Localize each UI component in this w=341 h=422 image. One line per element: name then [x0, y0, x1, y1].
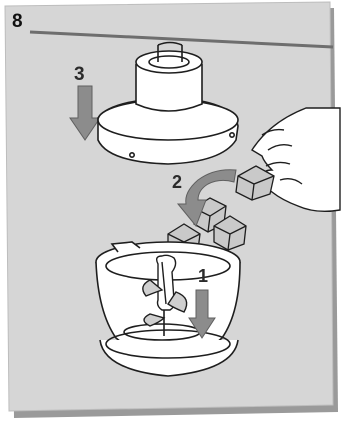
step-2-label: 2 — [172, 172, 182, 192]
figure-number: 8 — [12, 11, 23, 32]
step-1-label: 1 — [198, 266, 208, 286]
step-3-label: 3 — [74, 64, 85, 85]
